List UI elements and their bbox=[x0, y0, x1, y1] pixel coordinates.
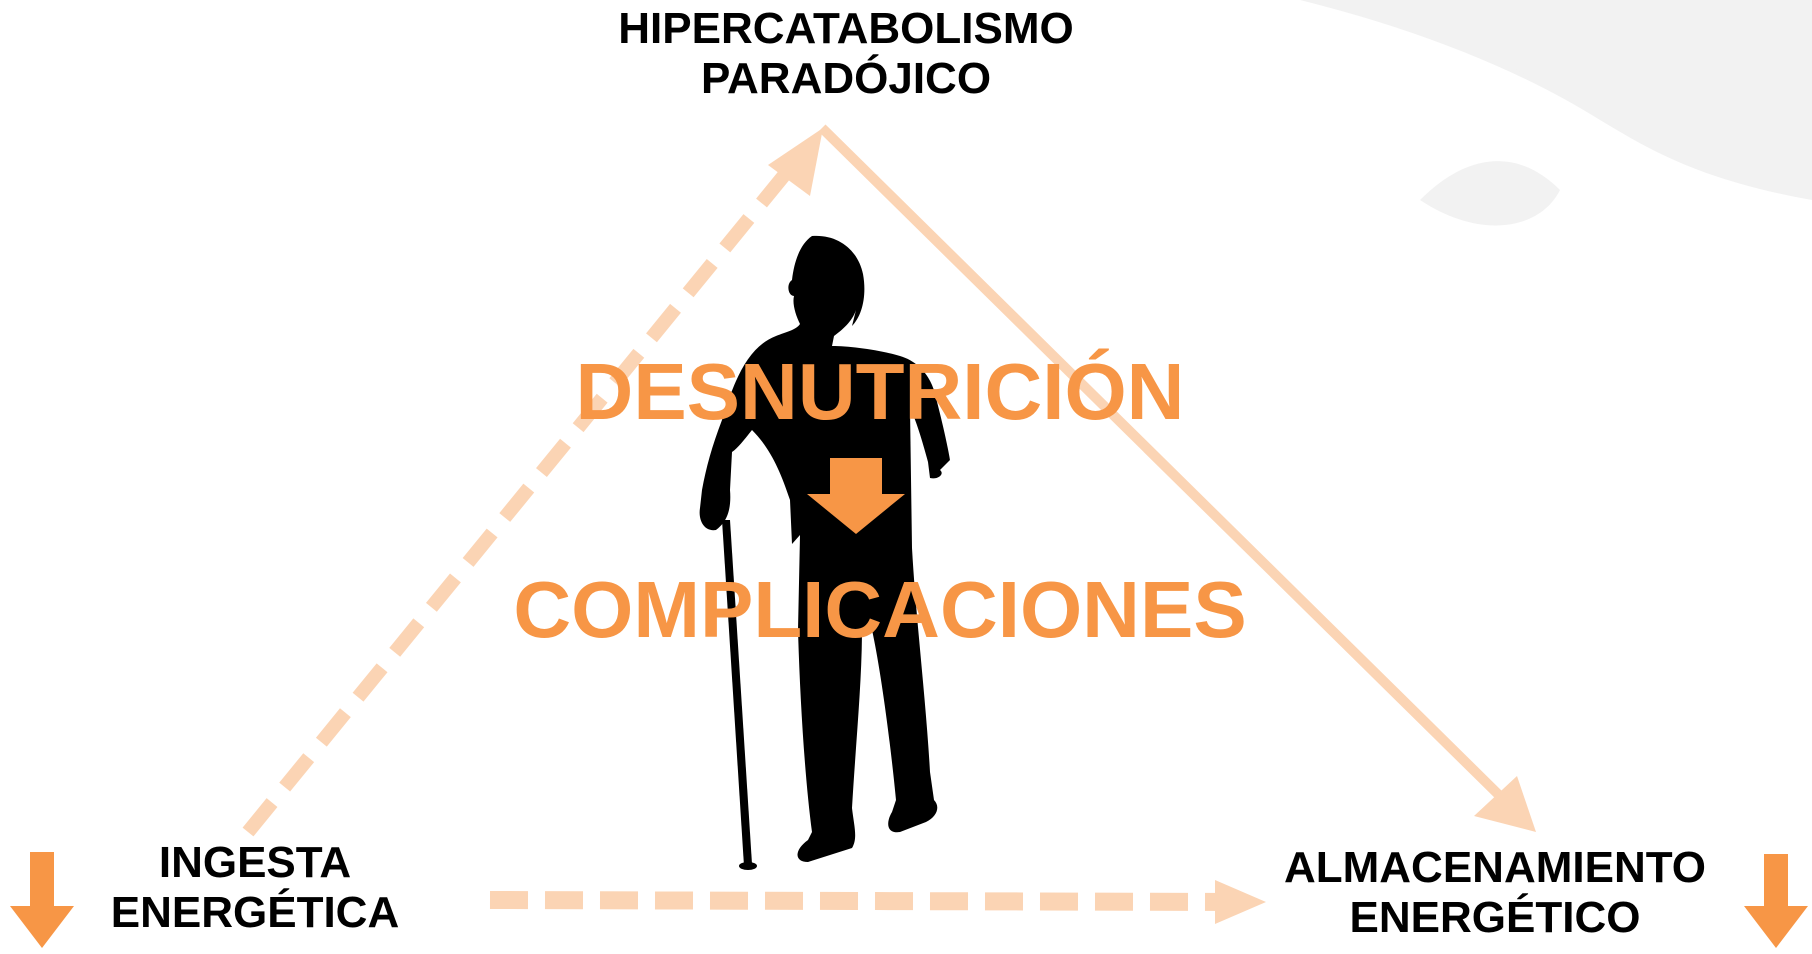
almacenamiento-arrow-down-icon bbox=[1744, 854, 1808, 948]
bottom-dashed-arrow bbox=[489, 880, 1266, 924]
almacenamiento-label-line2: ENERGÉTICO bbox=[1349, 893, 1641, 942]
hipercatabolismo-label-line1: HIPERCATABOLISMO bbox=[618, 4, 1074, 53]
watermark-decoration bbox=[1300, 0, 1812, 226]
complicaciones-text: COMPLICACIONES bbox=[513, 565, 1247, 654]
almacenamiento-label-line1: ALMACENAMIENTO bbox=[1283, 843, 1707, 892]
hipercatabolismo-label: HIPERCATABOLISMO PARADÓJICO bbox=[531, 4, 1161, 104]
right-solid-arrow bbox=[818, 124, 1536, 832]
ingesta-label-line2: ENERGÉTICA bbox=[110, 888, 400, 937]
ingesta-label-line1: INGESTA bbox=[158, 838, 352, 887]
almacenamiento-label: ALMACENAMIENTO ENERGÉTICO bbox=[1265, 843, 1725, 943]
arrow-down-icon bbox=[807, 458, 905, 534]
elderly-person-with-cane-icon bbox=[699, 235, 950, 870]
desnutricion-text: DESNUTRICIÓN bbox=[575, 347, 1185, 436]
hipercatabolismo-label-line2: PARADÓJICO bbox=[700, 54, 992, 103]
ingesta-arrow-down-icon bbox=[10, 852, 74, 948]
left-dashed-arrow bbox=[242, 128, 823, 837]
ingesta-label: INGESTA ENERGÉTICA bbox=[60, 838, 450, 938]
